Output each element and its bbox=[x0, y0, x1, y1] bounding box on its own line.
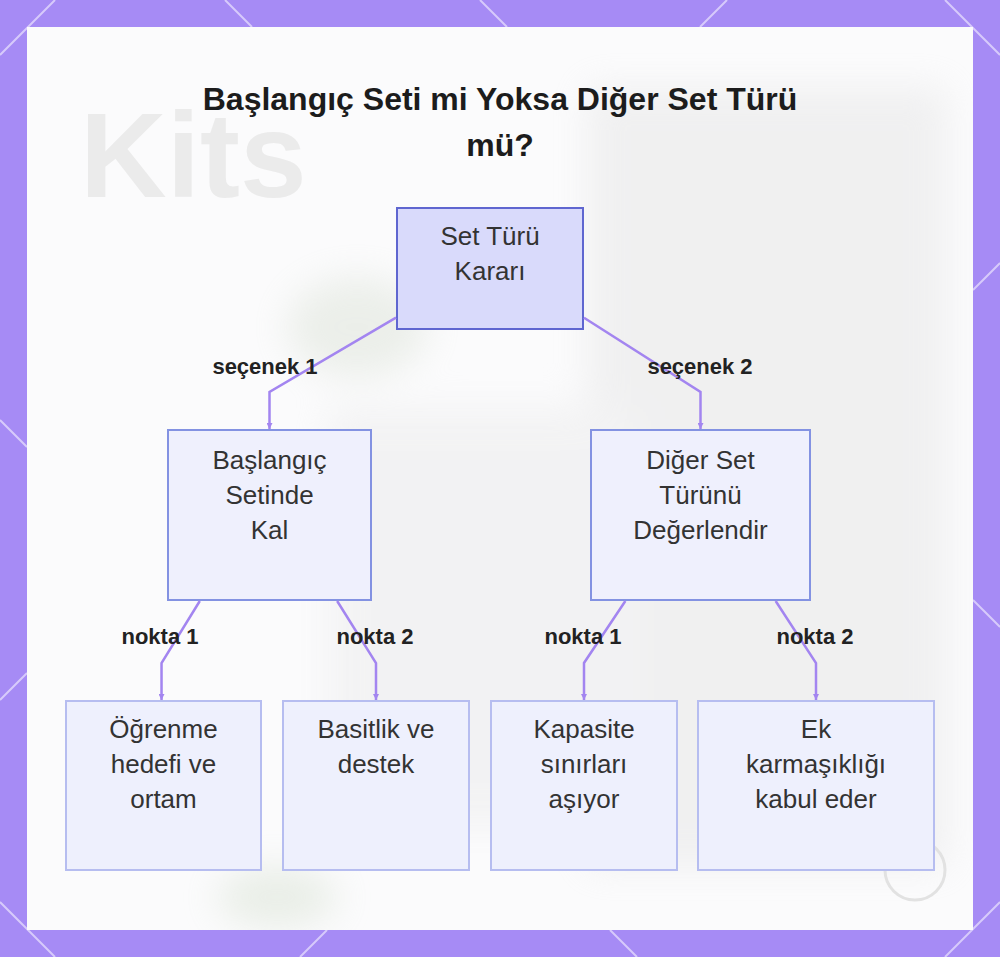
edge-label: nokta 2 bbox=[776, 624, 853, 650]
box-text: Başlangıç Setinde Kal bbox=[205, 443, 335, 548]
box-text: Set Türü Kararı bbox=[415, 219, 565, 289]
process-box: Basitlik ve destek bbox=[282, 700, 470, 871]
box-text: Kapasite sınırları aşıyor bbox=[519, 712, 649, 817]
connector-arrow bbox=[584, 601, 625, 700]
edge-label: seçenek 1 bbox=[212, 354, 317, 380]
process-box: Kapasite sınırları aşıyor bbox=[490, 700, 678, 871]
connector-arrow bbox=[337, 601, 376, 700]
edge-label: seçenek 2 bbox=[647, 354, 752, 380]
connector-arrow bbox=[776, 601, 816, 700]
connector-arrow bbox=[162, 601, 200, 700]
process-box: Diğer Set Türünü Değerlendir bbox=[590, 429, 811, 601]
edge-label: nokta 1 bbox=[544, 624, 621, 650]
edge-label: nokta 1 bbox=[121, 624, 198, 650]
box-text: Ek karmaşıklığı kabul eder bbox=[734, 712, 899, 817]
box-text: Öğrenme hedefi ve ortam bbox=[91, 712, 236, 817]
edge-label: nokta 2 bbox=[336, 624, 413, 650]
diagram-title: Başlangıç Seti mi Yoksa Diğer Set Türü m… bbox=[190, 76, 810, 168]
process-box: Başlangıç Setinde Kal bbox=[167, 429, 372, 601]
box-text: Diğer Set Türünü Değerlendir bbox=[618, 443, 783, 548]
box-text: Basitlik ve destek bbox=[301, 712, 451, 782]
process-box: Öğrenme hedefi ve ortam bbox=[65, 700, 262, 871]
process-box: Ek karmaşıklığı kabul eder bbox=[697, 700, 935, 871]
process-box: Set Türü Kararı bbox=[396, 207, 584, 330]
